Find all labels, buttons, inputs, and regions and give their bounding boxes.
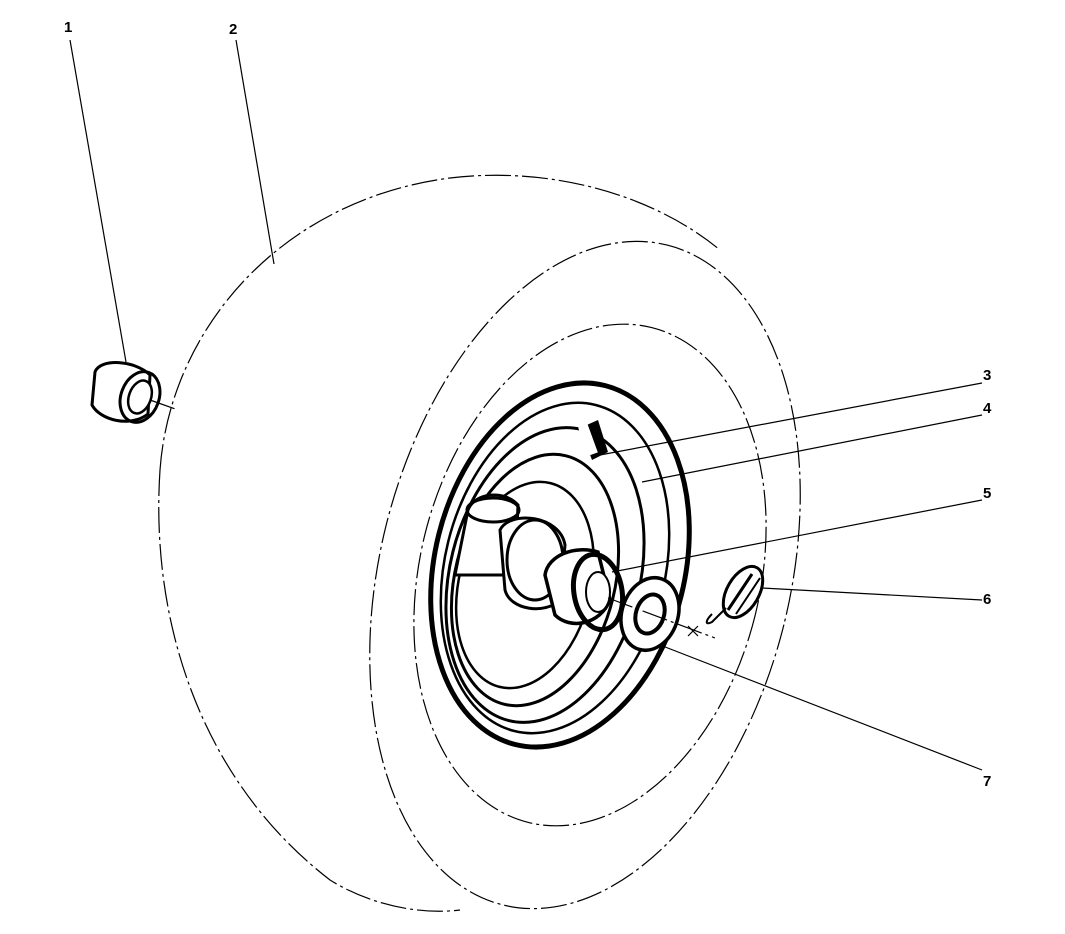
leader-7 — [659, 644, 983, 771]
leader-3 — [599, 382, 983, 456]
valve-stem — [578, 420, 608, 460]
callout-5: 5 — [983, 485, 991, 502]
bearing — [543, 548, 626, 633]
callout-6: 6 — [983, 591, 991, 608]
callout-7: 7 — [983, 773, 991, 790]
callout-1: 1 — [64, 19, 72, 36]
leader-5 — [611, 499, 983, 573]
leader-4 — [641, 414, 983, 483]
leader-2 — [235, 39, 275, 265]
cotter-pin — [705, 564, 765, 625]
leader-lines — [69, 39, 983, 771]
bushing — [90, 361, 162, 424]
leader-1 — [69, 39, 127, 363]
leader-6 — [761, 587, 983, 601]
callout-2: 2 — [229, 21, 237, 38]
callout-4: 4 — [983, 400, 992, 417]
callouts: 1 2 3 4 5 6 7 — [64, 19, 992, 790]
tire — [158, 174, 801, 912]
callout-3: 3 — [983, 367, 991, 384]
